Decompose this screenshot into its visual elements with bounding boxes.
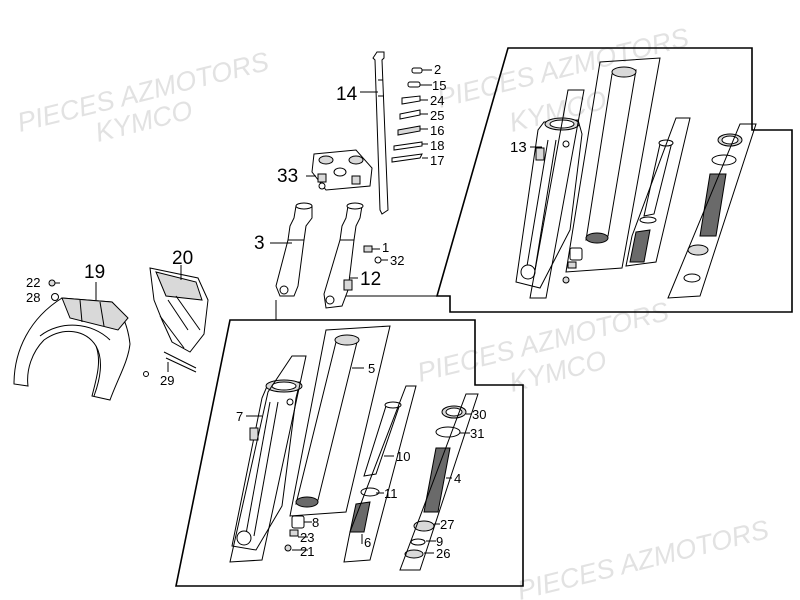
lower-detail-frame bbox=[175, 319, 524, 587]
part-label-15: 15 bbox=[432, 78, 446, 93]
steering-stem bbox=[372, 51, 389, 215]
upper-fork-inner-tube bbox=[585, 66, 637, 244]
part-label-13: 13 bbox=[510, 139, 527, 156]
part-label-3: 3 bbox=[254, 233, 265, 254]
part-label-18: 18 bbox=[430, 138, 444, 153]
part-label-17: 17 bbox=[430, 153, 444, 168]
fork-leg-left bbox=[275, 202, 313, 297]
part-label-4: 4 bbox=[454, 471, 461, 486]
part-label-11: 11 bbox=[384, 486, 398, 501]
bolt-1-32 bbox=[363, 245, 388, 264]
part-label-33: 33 bbox=[277, 166, 298, 187]
lower-fork-inner-tube-5 bbox=[295, 334, 360, 508]
part-label-29: 29 bbox=[160, 373, 174, 388]
upper-fork-small-parts bbox=[562, 247, 583, 284]
part-label-31: 31 bbox=[470, 426, 484, 441]
part-label-10: 10 bbox=[396, 449, 410, 464]
part-label-19: 19 bbox=[84, 262, 105, 283]
clip-29 bbox=[143, 351, 197, 377]
leader-lines-lower-small bbox=[292, 521, 312, 551]
upper-fork-damper-rod bbox=[629, 139, 674, 263]
part-label-5: 5 bbox=[368, 361, 375, 376]
stem-hardware-set bbox=[391, 67, 423, 163]
part-label-22: 22 bbox=[26, 275, 40, 290]
watermark-text: PIECES AZMOTORS bbox=[514, 514, 772, 600]
part-label-7: 7 bbox=[236, 409, 243, 424]
part-label-1: 1 bbox=[382, 240, 389, 255]
part-label-30: 30 bbox=[472, 407, 486, 422]
watermark-group: PIECES AZMOTORS KYMCO PIECES AZMOTORS KY… bbox=[14, 22, 772, 600]
upper-part-group-outlines bbox=[529, 57, 757, 299]
part-label-14: 14 bbox=[336, 84, 358, 105]
part-label-6: 6 bbox=[364, 535, 371, 550]
part-label-12: 12 bbox=[360, 269, 381, 290]
part-label-28: 28 bbox=[26, 290, 40, 305]
part-label-21: 21 bbox=[300, 544, 314, 559]
part-label-27: 27 bbox=[440, 517, 454, 532]
part-label-23: 23 bbox=[300, 530, 314, 545]
triple-clamp bbox=[311, 149, 373, 191]
part-label-9: 9 bbox=[436, 534, 443, 549]
part-label-8: 8 bbox=[312, 515, 319, 530]
fork-leg-right bbox=[323, 202, 364, 309]
part-label-32: 32 bbox=[390, 253, 404, 268]
part-number-labels: 2 15 24 25 16 18 17 14 33 3 1 32 12 19 2… bbox=[26, 62, 527, 561]
part-label-20: 20 bbox=[172, 248, 193, 269]
part-label-26: 26 bbox=[436, 546, 450, 561]
lower-part-group-outlines bbox=[229, 325, 479, 571]
inner-fender bbox=[149, 267, 209, 353]
part-label-24: 24 bbox=[430, 93, 444, 108]
leader-lines-stem bbox=[420, 69, 432, 159]
lower-fork-damper-rod-10 bbox=[349, 401, 402, 533]
washer-28 bbox=[51, 293, 59, 301]
part-label-16: 16 bbox=[430, 123, 444, 138]
lower-fork-small-parts bbox=[284, 515, 305, 552]
part-label-25: 25 bbox=[430, 108, 444, 123]
screw-22 bbox=[48, 279, 60, 287]
part-label-2: 2 bbox=[434, 62, 441, 77]
upper-fork-spring-seals bbox=[683, 133, 743, 283]
front-fender bbox=[13, 297, 131, 401]
